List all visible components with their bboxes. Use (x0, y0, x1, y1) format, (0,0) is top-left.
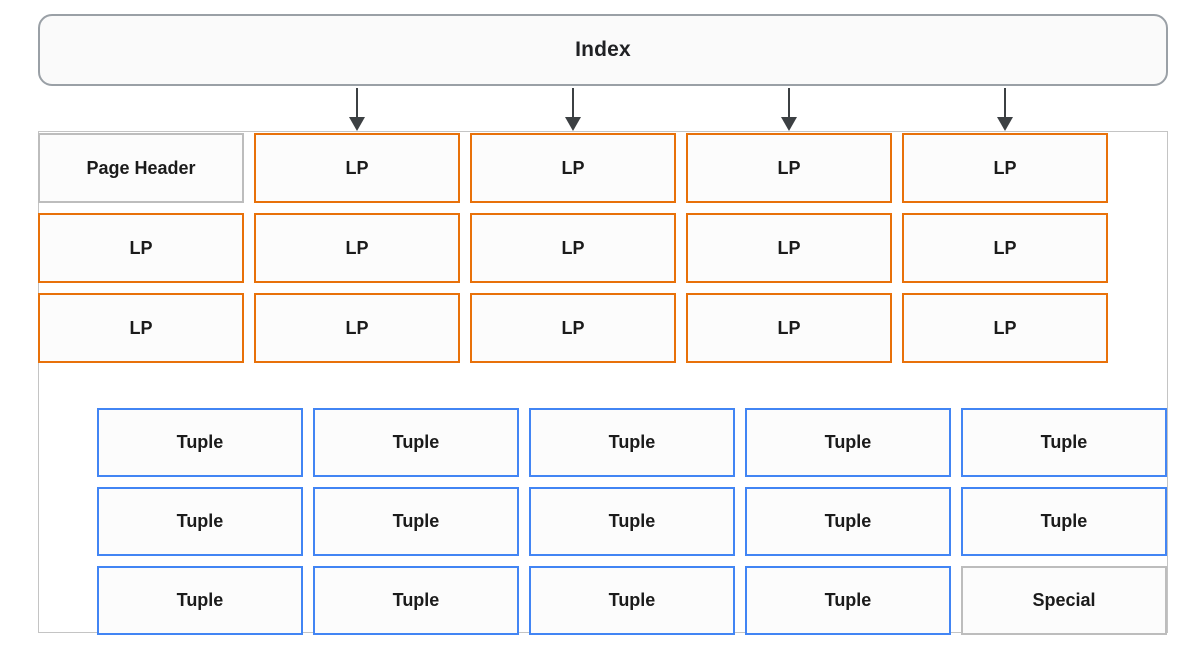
tuple-cell: Tuple (745, 566, 951, 635)
lp-cell: LP (902, 133, 1108, 203)
arrow-stem (788, 88, 790, 118)
tuple-cell: Tuple (529, 487, 735, 556)
lp-cell: LP (254, 213, 460, 283)
lp-cell: LP (470, 133, 676, 203)
lp-cell: LP (38, 293, 244, 363)
arrow-head (349, 117, 365, 131)
arrow-stem (572, 88, 574, 118)
tuple-cell: Tuple (97, 487, 303, 556)
tuple-cell: Tuple (97, 408, 303, 477)
tuple-cell: Tuple (745, 408, 951, 477)
index-label: Index (575, 38, 631, 61)
special-cell: Special (961, 566, 1167, 635)
arrow-down-icon (349, 88, 365, 132)
arrow-stem (1004, 88, 1006, 118)
tuple-cell: Tuple (313, 408, 519, 477)
lp-cell: LP (902, 213, 1108, 283)
arrow-down-icon (997, 88, 1013, 132)
lp-cell: LP (38, 213, 244, 283)
tuple-cell: Tuple (961, 408, 1167, 477)
arrow-head (997, 117, 1013, 131)
lp-cell: LP (470, 293, 676, 363)
tuple-cell: Tuple (961, 487, 1167, 556)
tuple-cell: Tuple (529, 408, 735, 477)
arrow-stem (356, 88, 358, 118)
lp-cell: LP (686, 213, 892, 283)
lp-cell: LP (254, 293, 460, 363)
tuple-cell: Tuple (313, 566, 519, 635)
tuple-cell: Tuple (97, 566, 303, 635)
arrow-head (781, 117, 797, 131)
lp-cell: LP (254, 133, 460, 203)
lp-cell: LP (902, 293, 1108, 363)
arrow-down-icon (781, 88, 797, 132)
index-node: Index (38, 14, 1168, 86)
tuple-cell: Tuple (529, 566, 735, 635)
lp-cell: LP (470, 213, 676, 283)
tuple-cell: Tuple (313, 487, 519, 556)
arrow-head (565, 117, 581, 131)
page-header-cell: Page Header (38, 133, 244, 203)
lp-cell: LP (686, 293, 892, 363)
arrow-down-icon (565, 88, 581, 132)
lp-cell: LP (686, 133, 892, 203)
page-container (38, 131, 1168, 633)
tuple-cell: Tuple (745, 487, 951, 556)
